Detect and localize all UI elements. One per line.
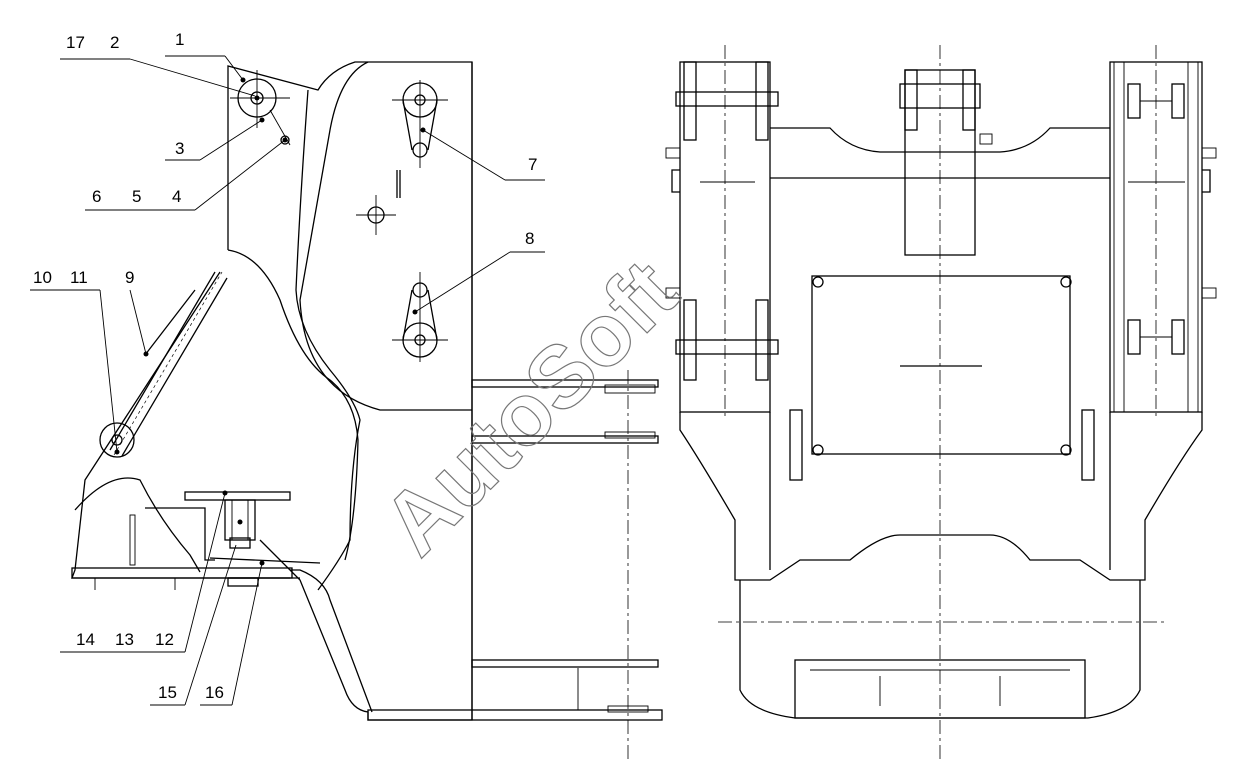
- callout-14: 14: [76, 630, 95, 649]
- callout-17: 17: [66, 33, 85, 52]
- callout-12: 12: [155, 630, 174, 649]
- callout-7: 7: [528, 155, 537, 174]
- callout-5: 5: [132, 187, 141, 206]
- callout-1: 1: [175, 30, 184, 49]
- callout-11: 11: [70, 268, 88, 287]
- callout-6: 6: [92, 187, 101, 206]
- callout-leaders: [30, 55, 545, 706]
- callout-labels: 17 2 1 3 6 5 4 7 8 10 11 9 14 13 12 15 1…: [33, 30, 537, 702]
- callout-10: 10: [33, 268, 52, 287]
- callout-15: 15: [158, 683, 177, 702]
- side-view: [71, 61, 663, 760]
- front-view: [665, 45, 1217, 760]
- callout-16: 16: [205, 683, 224, 702]
- callout-9: 9: [125, 268, 134, 287]
- callout-13: 13: [115, 630, 134, 649]
- callout-8: 8: [525, 229, 534, 248]
- callout-3: 3: [175, 139, 184, 158]
- callout-4: 4: [172, 187, 181, 206]
- callout-2: 2: [110, 33, 119, 52]
